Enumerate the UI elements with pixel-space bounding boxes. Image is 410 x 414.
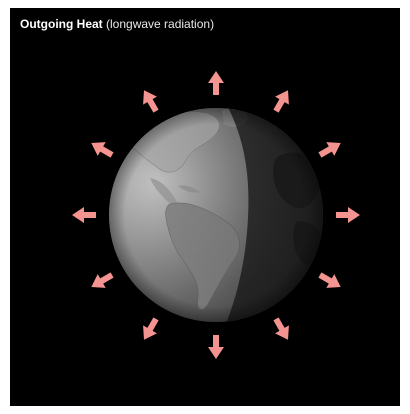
diagram-title: Outgoing Heat (longwave radiation) — [20, 16, 214, 32]
globe-icon — [109, 108, 323, 322]
arrow-icon — [273, 317, 289, 340]
title-bold-text: Outgoing Heat — [20, 17, 103, 31]
arrow-icon — [208, 71, 224, 95]
arrow-icon — [318, 272, 341, 288]
arrow-icon — [72, 207, 96, 223]
arrow-icon — [336, 207, 360, 223]
arrow-icon — [273, 90, 289, 113]
arrow-icon — [143, 317, 159, 340]
diagram-panel: Outgoing Heat (longwave radiation) — [10, 8, 400, 406]
arrow-icon — [91, 272, 114, 288]
arrow-icon — [91, 142, 114, 158]
title-normal-text: (longwave radiation) — [102, 17, 215, 31]
arrow-icon — [208, 335, 224, 359]
outgoing-heat-diagram — [72, 71, 360, 359]
arrow-icon — [318, 142, 341, 158]
outgoing-heat-arrows — [72, 71, 360, 359]
arrow-icon — [143, 90, 159, 113]
